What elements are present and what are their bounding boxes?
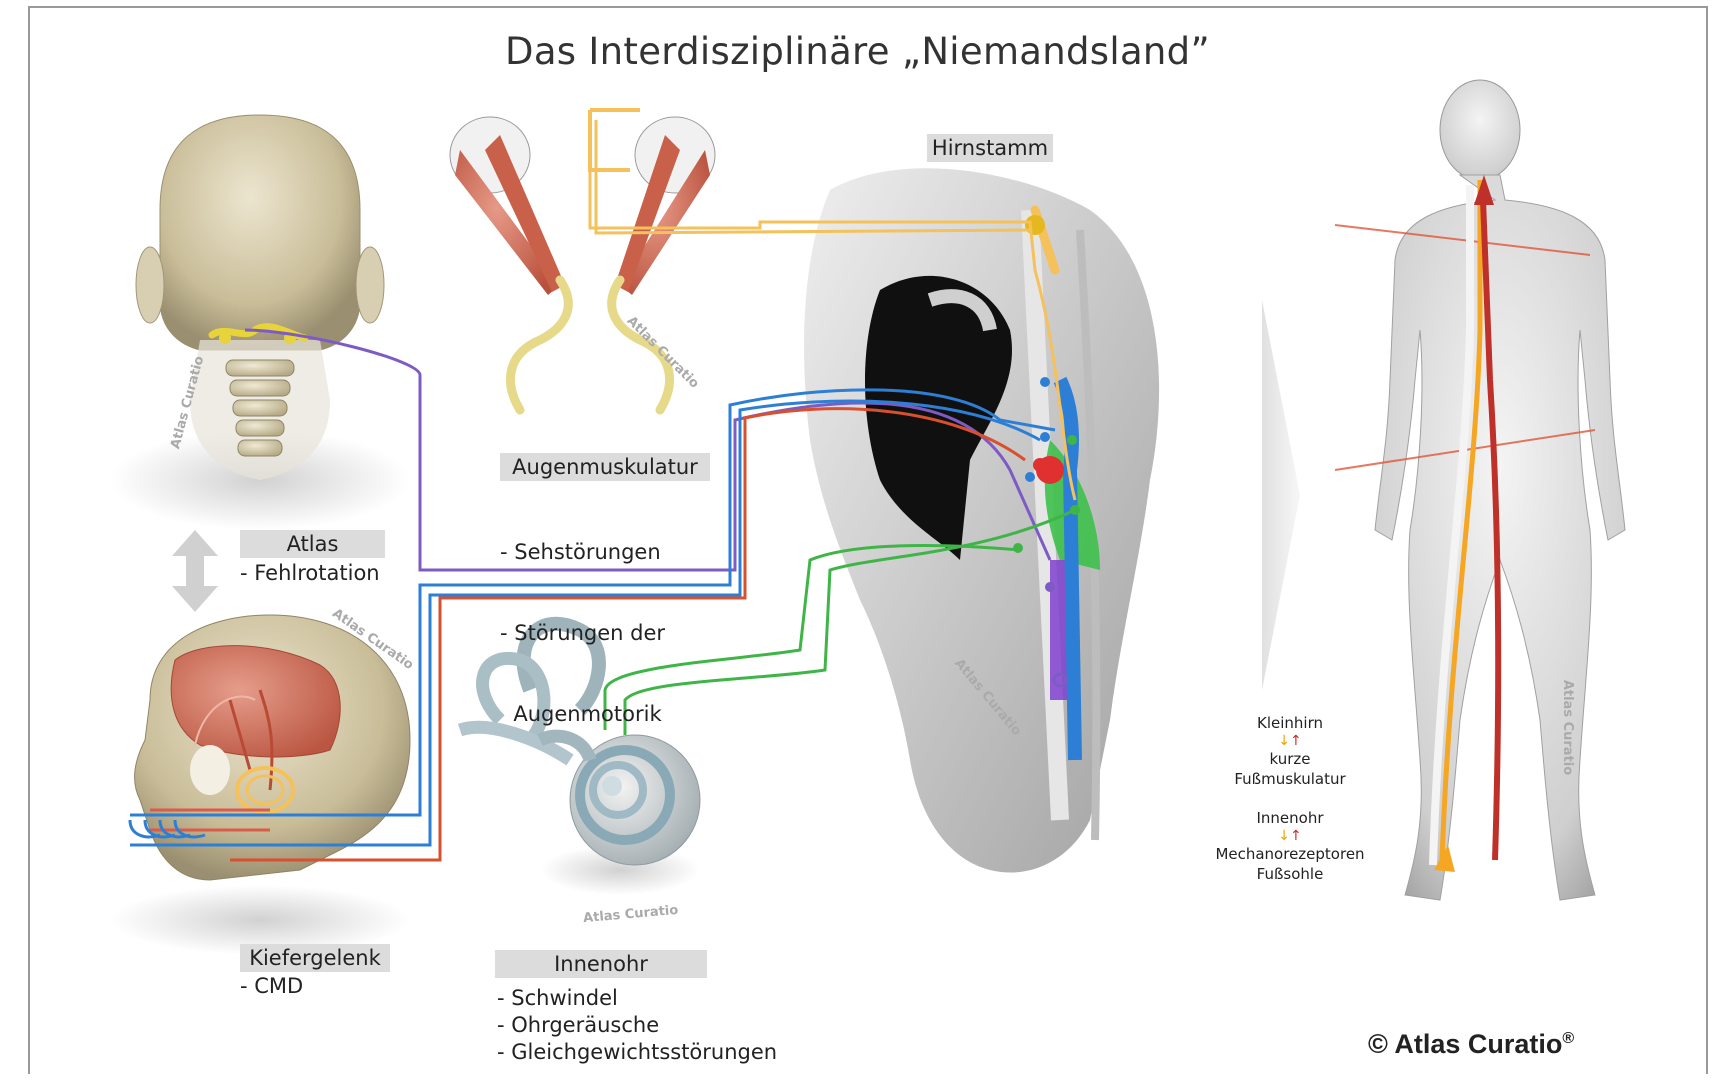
legend-top: Kleinhirn — [1200, 713, 1380, 733]
double-arrow-icon — [172, 530, 218, 612]
up-down-arrows-icon: ↓↑ — [1200, 733, 1380, 749]
innenohr-item: - Ohrgeräusche — [497, 1012, 777, 1039]
skull-side-illustration — [110, 615, 410, 955]
kiefer-item: - CMD — [240, 973, 303, 1000]
legend-innenohr: Innenohr ↓↑ Mechanorezeptoren Fußsohle — [1200, 808, 1380, 884]
label-augenmuskulatur: Augenmuskulatur — [500, 453, 710, 481]
legend-kleinhirn: Kleinhirn ↓↑ kurze Fußmuskulatur — [1200, 713, 1380, 789]
label-atlas: Atlas — [240, 530, 385, 558]
innenohr-item: - Schwindel — [497, 985, 777, 1012]
label-kiefergelenk: Kiefergelenk — [240, 944, 390, 972]
innenohr-items: - Schwindel - Ohrgeräusche - Gleichgewic… — [497, 985, 777, 1066]
legend-bottom: Fußmuskulatur — [1200, 769, 1380, 789]
atlas-items: - Fehlrotation — [240, 560, 380, 587]
registered-mark: ® — [1562, 1030, 1574, 1047]
watermark-text: Atlas Curatio — [1560, 680, 1575, 775]
transition-arrow-icon — [1262, 300, 1300, 690]
legend-top: Innenohr — [1200, 808, 1380, 828]
augen-item: Augenmotorik — [500, 701, 665, 728]
augen-items: - Sehstörungen - Störungen der Augenmoto… — [500, 485, 665, 782]
copyright: © Atlas Curatio® — [1368, 1029, 1574, 1060]
legend-bottom: kurze — [1200, 749, 1380, 769]
augen-item: - Störungen der — [500, 620, 665, 647]
legend-bottom: Mechanorezeptoren — [1200, 844, 1380, 864]
atlas-item: - Fehlrotation — [240, 560, 380, 587]
up-down-arrows-icon: ↓↑ — [1200, 828, 1380, 844]
legend-bottom: Fußsohle — [1200, 864, 1380, 884]
page-title: Das Interdisziplinäre „Niemandsland” — [0, 30, 1715, 73]
innenohr-item: - Gleichgewichtsstörungen — [497, 1039, 777, 1066]
brainstem-illustration — [804, 168, 1159, 872]
label-innenohr: Innenohr — [495, 950, 707, 978]
kiefer-items: - CMD — [240, 973, 303, 1000]
augen-item: - Sehstörungen — [500, 539, 665, 566]
skull-back-illustration — [110, 115, 410, 530]
label-hirnstamm: Hirnstamm — [927, 134, 1053, 162]
copyright-text: © Atlas Curatio — [1368, 1029, 1562, 1059]
